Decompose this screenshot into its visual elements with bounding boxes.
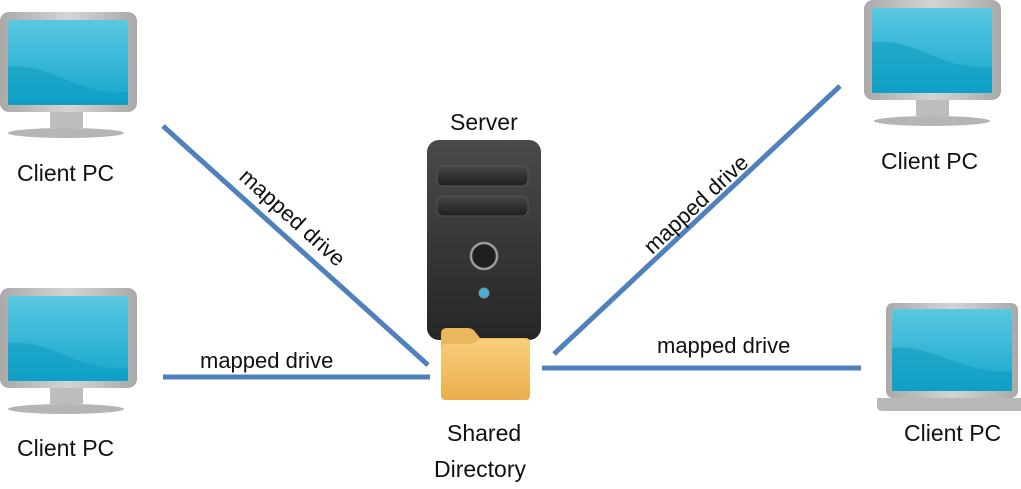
client-bottom-left-label: Client PC <box>17 435 115 461</box>
server-label: Server <box>450 109 518 135</box>
client-top-right-label: Client PC <box>881 148 979 174</box>
edge-top-left <box>161 124 430 367</box>
desktop-monitor-icon <box>864 0 1001 126</box>
edge-label-bottom-left: mapped drive <box>200 348 334 373</box>
shared-directory-label-line2: Directory <box>434 456 527 482</box>
power-led-icon <box>478 287 490 299</box>
desktop-monitor-icon <box>0 12 137 138</box>
folder-icon <box>441 328 530 400</box>
client-top-left-label: Client PC <box>17 160 115 186</box>
power-button-icon <box>469 241 499 271</box>
client-bottom-right-label: Client PC <box>904 420 1002 446</box>
edge-top-right <box>552 84 842 356</box>
shared-directory-label-line1: Shared <box>447 420 522 446</box>
desktop-monitor-icon <box>0 288 137 414</box>
laptop-icon <box>877 303 1021 411</box>
connectors <box>161 84 861 380</box>
server-tower-icon <box>427 140 541 340</box>
edge-label-bottom-right: mapped drive <box>657 333 791 358</box>
